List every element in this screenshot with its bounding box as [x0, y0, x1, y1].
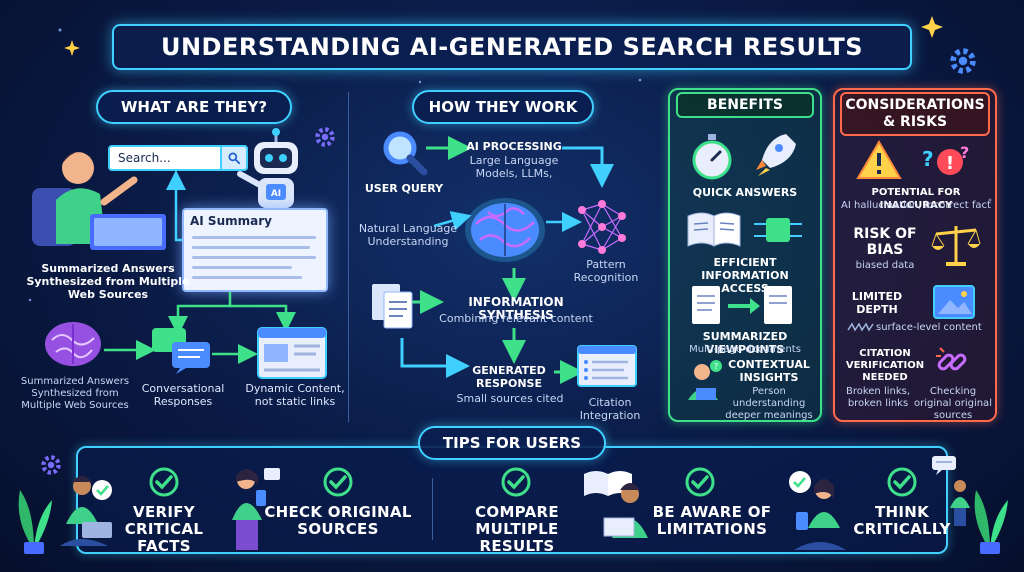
benefits-panel	[668, 88, 822, 422]
caption-conversational: Conversational Responses	[141, 382, 225, 408]
benefit-title: QUICK ANSWERS	[692, 186, 798, 199]
label-ai-processing: AI PROCESSING	[466, 140, 562, 153]
label-generated-response-sub: Small sources cited	[456, 392, 564, 405]
person-reading-illustration	[584, 471, 648, 538]
scribble-icon	[847, 322, 874, 332]
check-icon	[149, 467, 179, 497]
gear-icon	[41, 455, 61, 475]
neural-network-icon	[578, 200, 626, 254]
person-reading-icon: ?	[688, 360, 722, 400]
risk-title: CITATION VERIFICATION NEEDED	[845, 348, 925, 383]
search-icon	[228, 152, 241, 165]
image-placeholder-icon	[933, 285, 975, 319]
citation-window-icon	[577, 345, 637, 387]
tip-label: BE AWARE OF LIMITATIONS	[652, 503, 772, 538]
benefit-title: CONTEXTUAL INSIGHTS	[728, 358, 810, 384]
check-icon	[501, 467, 531, 497]
page-title: UNDERSTANDING AI-GENERATED SEARCH RESULT…	[112, 24, 912, 70]
summary-line	[192, 276, 302, 279]
label-ai-processing-sub: Large Language Models, LLMs,	[469, 154, 559, 180]
risk-sub: AI hallucination, incorrect fact	[841, 200, 991, 211]
section-divider	[348, 92, 349, 422]
speech-bubble-icon	[932, 456, 956, 475]
caption-brain: Summarized Answers Synthesized from Mult…	[20, 376, 130, 411]
summarize-documents-icon	[692, 286, 792, 324]
label-citation-integration: Citation Integration	[579, 396, 641, 422]
person-standing-illustration	[950, 480, 970, 526]
person-laptop-illustration	[60, 476, 112, 546]
check-icon	[323, 467, 353, 497]
open-book-icon	[687, 212, 741, 247]
gear-icon	[950, 48, 976, 74]
person-laptop-illustration	[32, 151, 166, 250]
svg-text:?: ?	[922, 147, 934, 171]
question-marks-icon: ? ! ?	[922, 143, 969, 175]
svg-text:?: ?	[714, 362, 718, 371]
documents-icon	[372, 284, 413, 329]
benefit-sub: Multi-page documents	[689, 344, 801, 355]
summary-line	[192, 266, 292, 269]
label-information-synthesis-sub: Combining relevant content	[439, 312, 593, 325]
section-benefits-header: BENEFITS	[676, 92, 814, 118]
robot-icon: AI	[237, 128, 298, 208]
risk-title: POTENTIAL FOR INACCURACY	[871, 187, 961, 211]
caption-dynamic-content: Dynamic Content, not static links	[245, 382, 345, 408]
person-phone-illustration	[232, 468, 280, 550]
label-pattern-recognition: Pattern Recognition	[573, 258, 639, 284]
label-generated-response: GENERATED RESPONSE	[472, 364, 546, 390]
brain-icon	[465, 198, 545, 262]
section-risks-header: CONSIDERATIONS & RISKS	[840, 92, 990, 136]
check-icon	[685, 467, 715, 497]
broken-link-icon	[936, 347, 967, 371]
tip-label: THINK CRITICALLY	[853, 503, 951, 538]
check-icon	[887, 467, 917, 497]
magnifier-icon	[383, 131, 428, 176]
tips-divider	[432, 478, 433, 540]
label-nlu: Natural Language Understanding	[358, 222, 458, 248]
plant-icon	[974, 490, 1008, 554]
risk-sub: surface-level content	[876, 322, 982, 333]
browser-window-icon	[257, 327, 327, 379]
risk-sub: Checking original original sources	[914, 386, 992, 421]
risk-title: RISK OF BIAS	[853, 226, 917, 258]
benefit-title: EFFICIENT INFORMATION ACCESS	[701, 256, 789, 295]
summary-line	[192, 246, 310, 249]
svg-text:!: !	[946, 153, 954, 174]
label-information-synthesis: INFORMATION SYNTHESIS	[468, 295, 564, 322]
risk-sub: Broken links, broken links	[845, 386, 911, 409]
benefit-title: SUMMARIZED VIEWPOINTS	[702, 330, 788, 356]
tip-label: CHECK ORIGINAL SOURCES	[264, 503, 412, 538]
caption-summarized-answers: Summarized Answers Synthesized from Mult…	[26, 262, 190, 301]
warning-icon	[856, 140, 902, 179]
label-user-query: USER QUERY	[364, 182, 444, 195]
chip-icon	[754, 218, 802, 242]
tip-label: COMPARE MULTIPLE RESULTS	[475, 503, 559, 555]
risks-panel	[833, 88, 997, 422]
brain-icon	[45, 322, 101, 366]
gear-icon	[315, 127, 335, 147]
search-button[interactable]	[220, 145, 248, 171]
benefit-sub: Person understanding deeper meanings	[725, 386, 813, 421]
plant-icon	[18, 490, 52, 554]
risk-title: LIMITED DEPTH	[851, 290, 903, 316]
ai-summary-title: AI Summary	[190, 214, 272, 228]
summary-line	[192, 256, 316, 259]
section-what-header: WHAT ARE THEY?	[96, 90, 292, 124]
section-how-header: HOW THEY WORK	[412, 90, 594, 124]
svg-text:AI: AI	[271, 189, 281, 199]
person-tablet-illustration	[789, 471, 846, 550]
chat-bubbles-icon	[152, 328, 210, 374]
balance-scale-icon	[931, 226, 981, 266]
section-tips-header: TIPS FOR USERS	[418, 426, 606, 460]
search-placeholder: Search...	[118, 151, 171, 165]
tip-label: VERIFY CRITICAL FACTS	[124, 503, 204, 555]
svg-text:?: ?	[960, 143, 969, 162]
stopwatch-icon	[692, 134, 732, 180]
rocket-icon	[756, 134, 796, 176]
risk-sub: biased data	[855, 260, 915, 271]
summary-line	[192, 236, 316, 239]
